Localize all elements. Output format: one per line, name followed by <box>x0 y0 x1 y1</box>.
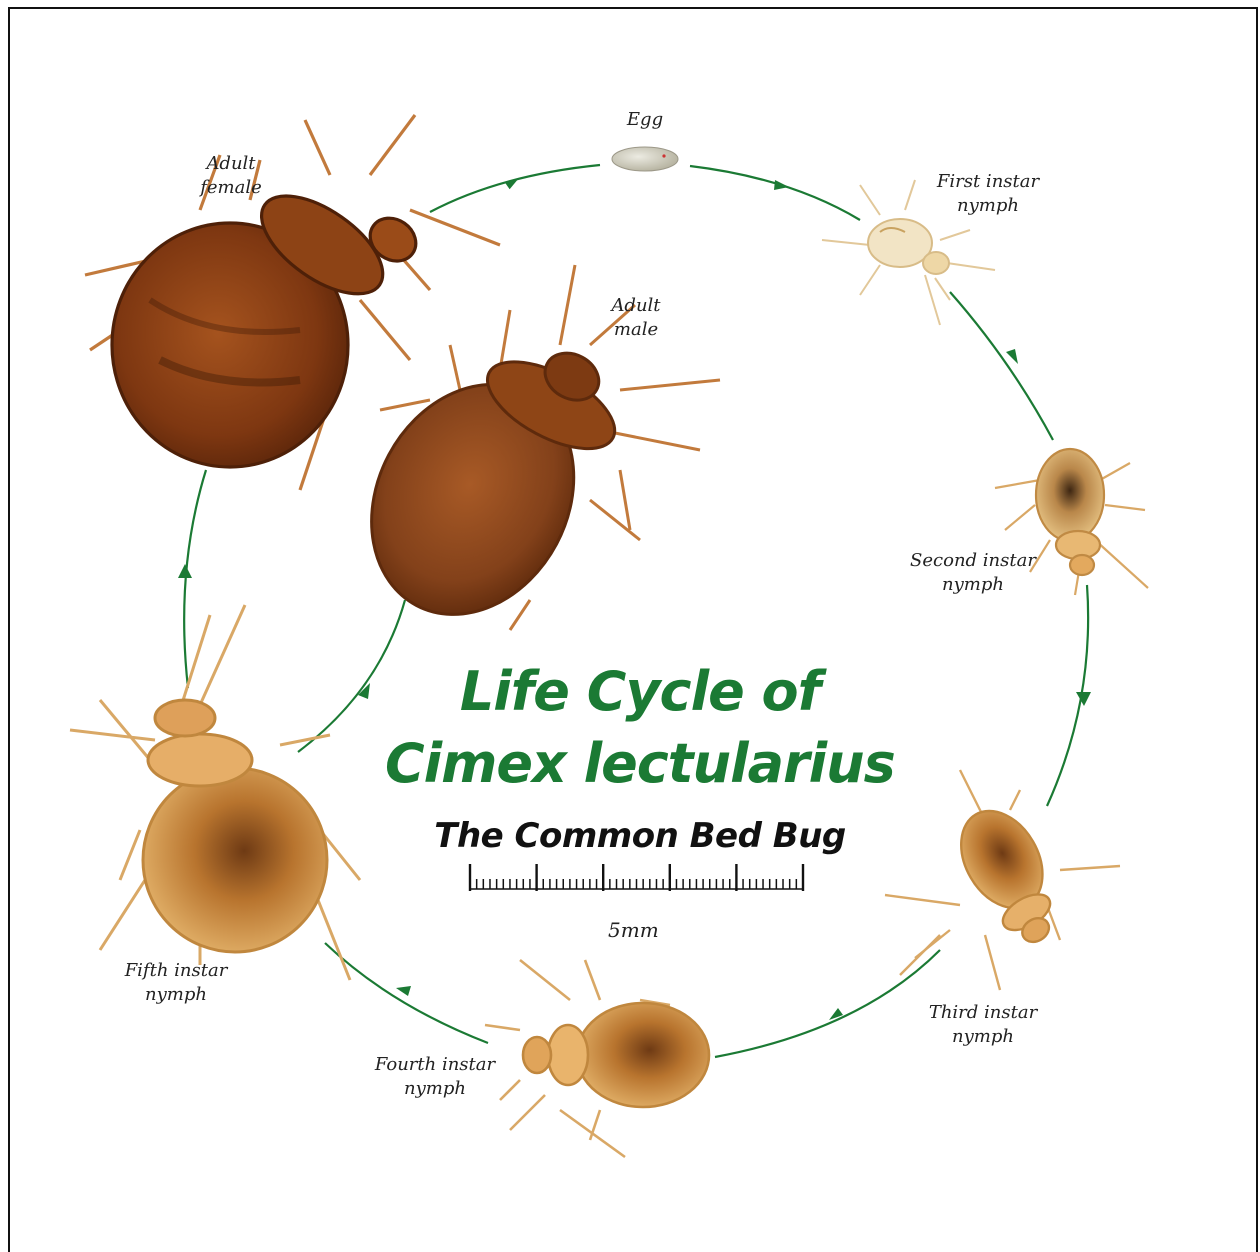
arrow-third-to-fourth <box>715 950 940 1057</box>
fifth-instar-nymph-illustration <box>70 605 360 980</box>
second-instar-line1: Second instar <box>900 549 1046 573</box>
label-first-instar: First instar nymph <box>918 170 1058 218</box>
subtitle: The Common Bed Bug <box>430 812 850 860</box>
third-instar-line2: nymph <box>913 1025 1053 1049</box>
third-instar-nymph-illustration <box>885 770 1120 990</box>
label-fourth-instar: Fourth instar nymph <box>363 1053 507 1101</box>
fifth-instar-line2: nymph <box>108 983 244 1007</box>
fifth-instar-line1: Fifth instar <box>108 959 244 983</box>
second-instar-line2: nymph <box>900 573 1046 597</box>
title-line1: Life Cycle of <box>440 658 840 726</box>
arrowhead-6 <box>396 986 411 996</box>
label-adult-female: Adult female <box>186 152 276 200</box>
arrowhead-2 <box>774 180 789 190</box>
fourth-instar-nymph-illustration <box>485 960 709 1157</box>
label-second-instar: Second instar nymph <box>900 549 1046 597</box>
label-egg: Egg <box>615 108 675 132</box>
scale-bar <box>470 864 803 891</box>
fourth-instar-line1: Fourth instar <box>363 1053 507 1077</box>
label-fifth-instar: Fifth instar nymph <box>108 959 244 1007</box>
label-adult-male: Adult male <box>596 294 676 342</box>
label-third-instar: Third instar nymph <box>913 1001 1053 1049</box>
arrow-female-to-egg <box>430 165 600 212</box>
first-instar-line2: nymph <box>918 194 1058 218</box>
arrow-fifth-to-female <box>184 470 206 688</box>
adult-male-line2: male <box>596 318 676 342</box>
scale-bar-label: 5mm <box>608 918 659 942</box>
adult-male-line1: Adult <box>596 294 676 318</box>
arrowhead-4 <box>1076 692 1091 706</box>
arrowhead-7 <box>178 564 192 578</box>
third-instar-line1: Third instar <box>913 1001 1053 1025</box>
arrow-egg-to-first <box>690 166 860 220</box>
adult-female-line2: female <box>186 176 276 200</box>
arrow-first-to-second <box>950 292 1053 440</box>
arrowhead-3 <box>1006 349 1018 364</box>
adult-female-line1: Adult <box>186 152 276 176</box>
egg-label: Egg <box>627 109 663 130</box>
title-line2: Cimex lectularius <box>385 730 885 798</box>
first-instar-line1: First instar <box>918 170 1058 194</box>
fourth-instar-line2: nymph <box>363 1077 507 1101</box>
egg-illustration <box>612 147 678 171</box>
